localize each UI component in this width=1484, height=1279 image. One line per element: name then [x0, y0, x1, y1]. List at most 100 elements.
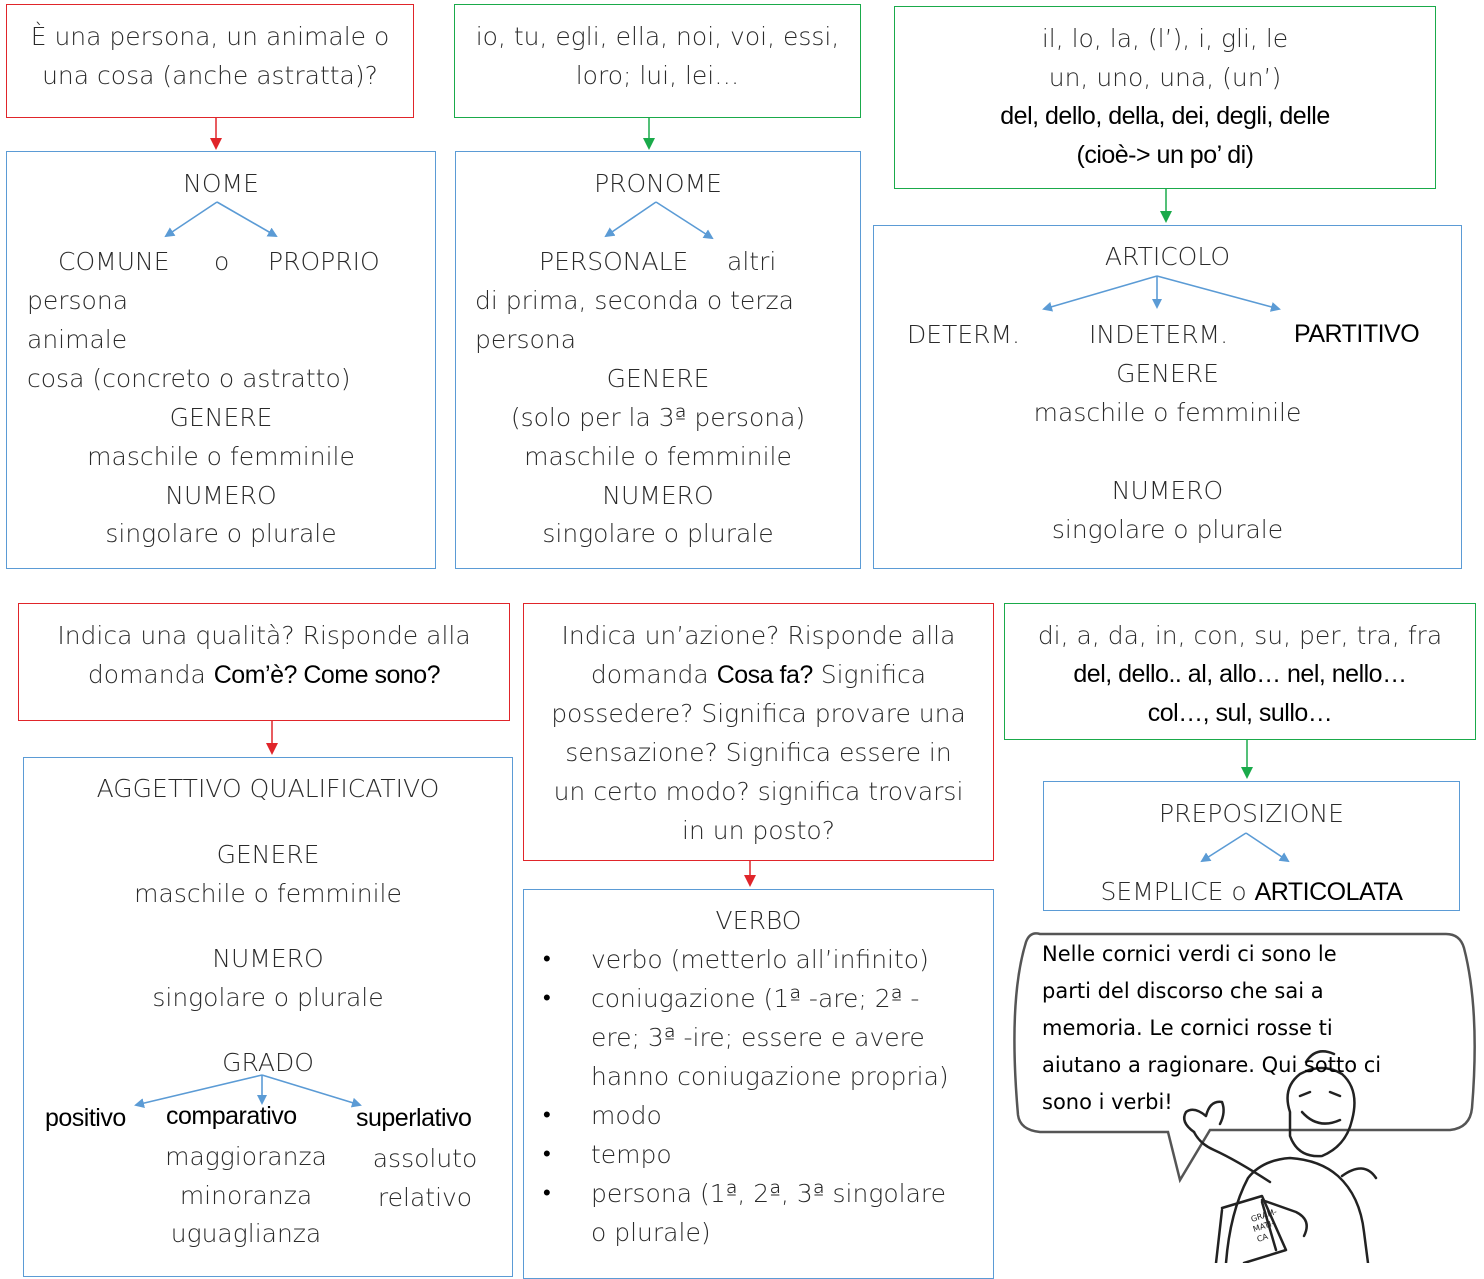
aggettivo-numero-label: NUMERO — [212, 944, 324, 973]
pronome-genere-note: (solo per la 3ª persona) — [510, 403, 806, 432]
aggettivo-question-prefix: domanda — [87, 660, 214, 689]
articolo-down-arrow — [1160, 189, 1172, 223]
articolo-numero-value: singolare o plurale — [1051, 515, 1284, 544]
nome-numero-value: singolare o plurale — [105, 519, 337, 548]
nome-genere-value: maschile o femminile — [87, 442, 355, 471]
articolo-branch-indeterm: INDETERM. — [1089, 320, 1229, 349]
pronome-down-arrow — [643, 118, 655, 150]
pronome-list-line-1: io, tu, egli, ella, noi, voi, essi, — [475, 22, 840, 51]
aggettivo-question-line-1: Indica una qualità? Risponde alla — [57, 621, 471, 650]
preposizione-list-line-3: col…, sul, sullo… — [1147, 699, 1333, 727]
articolo-list-line-4: (cioè-> un po’ di) — [1076, 141, 1254, 169]
verbo-down-arrow — [744, 861, 756, 887]
verbo-question-line-2: domanda Cosa fa? Significa — [523, 655, 994, 695]
preposizione-title: PREPOSIZIONE — [1159, 799, 1344, 828]
speech-bubble-text: Nelle cornici verdi ci sono le parti del… — [1042, 936, 1452, 1121]
aggettivo-numero-value: singolare o plurale — [152, 983, 384, 1012]
articolo-genere-value: maschile o femminile — [1033, 398, 1302, 427]
aggettivo-question-line-2: domanda Com’è? Come sono? — [18, 655, 510, 695]
verbo-question-line-1: Indica un’azione? Risponde alla — [561, 621, 956, 650]
book-label-2: MATI- — [1252, 1219, 1276, 1234]
verbo-bullet-tempo: tempo — [523, 1135, 994, 1174]
verbo-question-box — [523, 603, 994, 861]
aggettivo-grado-superlativo: superlativo — [356, 1104, 472, 1132]
articolo-branch-partitivo: PARTITIVO — [1294, 320, 1420, 348]
aggettivo-question-bold: Com’è? Come sono? — [213, 661, 441, 689]
aggettivo-grado-label: GRADO — [222, 1048, 314, 1077]
verbo-bullet-coniugazione: coniugazione (1ª -are; 2ª -ere; 3ª -ire;… — [523, 979, 994, 1096]
articolo-list-line-2: un, uno, una, (un’) — [1048, 63, 1282, 92]
aggettivo-box — [23, 757, 513, 1277]
pronome-genere-value: maschile o femminile — [524, 442, 792, 471]
verbo-coniugazione-line-1: coniugazione (1ª -are; 2ª - — [591, 984, 920, 1013]
verbo-question-line-3: possedere? Significa provare una — [551, 699, 966, 728]
verbo-question-suffix: Significa — [812, 660, 927, 689]
pronome-desc-line-2: persona — [475, 325, 577, 354]
pronome-title: PRONOME — [594, 169, 722, 198]
aggettivo-comparativo-minoranza: minoranza — [179, 1181, 313, 1210]
articolo-list-line-1: il, lo, la, (l’), i, gli, le — [1041, 24, 1289, 53]
nome-title: NOME — [183, 169, 259, 198]
verbo-question-prefix: domanda — [590, 660, 717, 689]
verbo-bullet-infinito: verbo (metterlo all’infinito) — [523, 940, 994, 979]
preposizione-list-box — [1004, 603, 1476, 740]
book-label-3: CA — [1256, 1232, 1270, 1244]
nome-branch-proprio: PROPRIO — [268, 247, 380, 276]
preposizione-list-line-2: del, dello.. al, allo… nel, nello… — [1073, 660, 1407, 688]
verbo-persona-line-2: o plurale) — [591, 1218, 711, 1247]
aggettivo-comparativo-maggioranza: maggioranza — [165, 1142, 327, 1171]
verbo-bullet-persona: persona (1ª, 2ª, 3ª singolare o plurale) — [523, 1174, 994, 1252]
aggettivo-comparativo-uguaglianza: uguaglianza — [170, 1219, 322, 1248]
nome-item-animale: animale — [27, 325, 128, 354]
nome-question-box — [6, 4, 414, 118]
aggettivo-grado-comparativo: comparativo — [166, 1102, 297, 1130]
preposizione-branches: SEMPLICE o ARTICOLATA — [1043, 872, 1460, 912]
verbo-question-line-6: in un posto? — [682, 816, 835, 845]
aggettivo-genere-value: maschile o femminile — [134, 879, 402, 908]
book-label-1: GRAM- — [1250, 1207, 1278, 1224]
preposizione-down-arrow — [1241, 740, 1253, 779]
aggettivo-superlativo-assoluto: assoluto — [372, 1144, 478, 1173]
aggettivo-question-box — [18, 603, 510, 721]
nome-numero-label: NUMERO — [165, 481, 277, 510]
verbo-question-line-4: sensazione? Significa essere in — [565, 738, 952, 767]
aggettivo-title: AGGETTIVO QUALIFICATIVO — [96, 774, 440, 803]
preposizione-branch-semplice: SEMPLICE — [1100, 877, 1224, 906]
nome-branch-o: o — [214, 247, 230, 276]
articolo-numero-label: NUMERO — [1111, 476, 1224, 505]
pronome-list-line-2: loro; lui, lei… — [575, 61, 740, 90]
speech-bubble-line-3: memoria. Le cornici rosse ti — [1042, 1016, 1333, 1040]
speech-bubble-line-4: aiutano a ragionare. Qui sotto ci — [1042, 1053, 1382, 1077]
verbo-bullet-modo: modo — [523, 1096, 994, 1135]
preposizione-list-line-1: di, a, da, in, con, su, per, tra, fra — [1037, 621, 1443, 650]
aggettivo-genere-label: GENERE — [216, 840, 320, 869]
nome-question-line-2: una cosa (anche astratta)? — [42, 61, 378, 90]
nome-item-persona: persona — [27, 286, 129, 315]
pronome-branch-personale: PERSONALE — [539, 247, 689, 276]
articolo-genere-label: GENERE — [1116, 359, 1219, 388]
verbo-title: VERBO — [715, 906, 802, 935]
verbo-coniugazione-line-3: hanno coniugazione propria) — [591, 1062, 949, 1091]
verbo-bullet-list: verbo (metterlo all’infinito) coniugazio… — [523, 940, 994, 1252]
preposizione-branch-o: o — [1223, 877, 1255, 906]
preposizione-branch-articolata: ARTICOLATA — [1254, 878, 1403, 906]
pronome-numero-label: NUMERO — [602, 481, 714, 510]
pronome-desc-line-1: di prima, seconda o terza — [475, 286, 794, 315]
verbo-question-line-5: un certo modo? significa trovarsi — [553, 777, 964, 806]
nome-genere-label: GENERE — [169, 403, 273, 432]
nome-item-cosa: cosa (concreto o astratto) — [27, 364, 351, 393]
aggettivo-grado-positivo: positivo — [45, 1104, 126, 1132]
pronome-list-box — [454, 4, 861, 118]
nome-branch-comune: COMUNE — [58, 247, 170, 276]
pronome-genere-label: GENERE — [606, 364, 710, 393]
speech-bubble-line-5: sono i verbi! — [1042, 1090, 1173, 1114]
articolo-list-box — [894, 6, 1436, 189]
speech-bubble-line-2: parti del discorso che sai a — [1042, 979, 1324, 1003]
verbo-persona-line-1: persona (1ª, 2ª, 3ª singolare — [591, 1179, 946, 1208]
articolo-title: ARTICOLO — [1104, 242, 1231, 271]
pronome-numero-value: singolare o plurale — [542, 519, 774, 548]
speech-bubble-line-1: Nelle cornici verdi ci sono le — [1042, 942, 1337, 966]
verbo-question-bold: Cosa fa? — [716, 661, 814, 689]
pronome-branch-altri: altri — [727, 247, 777, 276]
aggettivo-down-arrow — [266, 721, 278, 755]
